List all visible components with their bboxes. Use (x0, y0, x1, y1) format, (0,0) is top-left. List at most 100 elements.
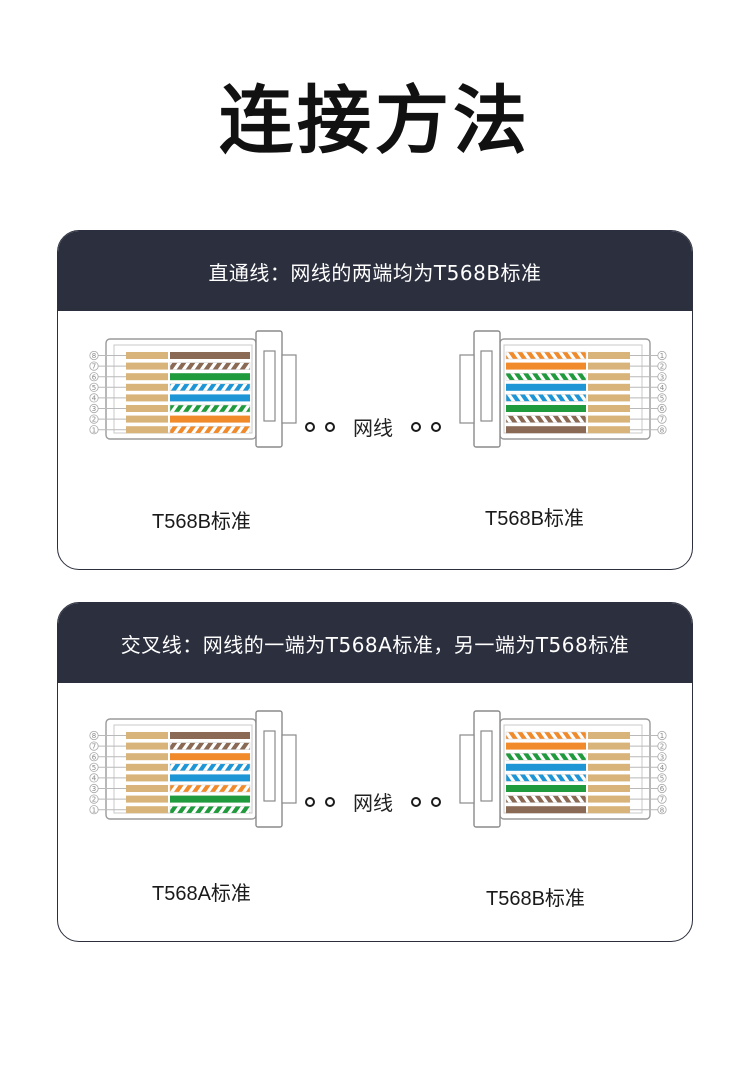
pin-number-circle (89, 372, 99, 382)
pin-number: 5 (92, 764, 96, 772)
wire-white-brown (505, 415, 587, 423)
gold-contact (588, 383, 630, 391)
pin-number-circle (657, 794, 667, 804)
gold-contact (588, 753, 630, 761)
pin-number: 5 (660, 775, 664, 783)
gold-contact (588, 405, 630, 412)
pin-number: 6 (660, 405, 665, 413)
pin-number: 6 (92, 373, 97, 381)
cable-label: 网线 (353, 791, 393, 815)
wire-orange (170, 753, 250, 761)
wire-blue (506, 763, 586, 771)
gold-contact (126, 774, 168, 782)
wire-white-orange (505, 731, 587, 740)
cable-indicator: 网线 (305, 787, 441, 816)
pin-number: 1 (92, 806, 96, 814)
gold-contact (588, 795, 630, 803)
gold-contact (126, 405, 168, 412)
gold-contact (588, 806, 630, 814)
wire-white-green (505, 752, 587, 761)
gold-contact (588, 415, 630, 423)
pin-number: 7 (92, 743, 96, 751)
gold-contact (126, 426, 168, 434)
pin-number-circle (657, 393, 667, 403)
wire-white-blue (169, 763, 251, 772)
pin-number-circle (89, 730, 99, 741)
pin-number: 6 (92, 753, 97, 761)
panel-header: 直通线：网线的两端均为T568B标准 (58, 231, 692, 311)
gold-contact (588, 763, 630, 771)
pin-number: 8 (660, 426, 664, 434)
wire-green (170, 373, 250, 381)
pin-number: 3 (92, 785, 96, 793)
wire-blue (506, 383, 586, 391)
pin-number: 7 (92, 363, 96, 371)
gold-contact (126, 732, 168, 739)
pin-number-circle (89, 403, 99, 414)
dot-icon (325, 421, 335, 432)
dot-icon (325, 796, 335, 807)
wire-brown (170, 352, 250, 359)
pin-number: 3 (660, 373, 664, 381)
pin-number: 8 (92, 732, 96, 740)
pin-number-circle (89, 794, 99, 804)
pin-number-circle (89, 350, 99, 361)
pin-number-circle (89, 741, 99, 751)
wire-white-brown (169, 742, 251, 750)
pin-number-circle (89, 805, 99, 815)
gold-contact (588, 732, 630, 739)
wire-orange (506, 362, 586, 370)
gold-contact (126, 352, 168, 359)
wire-orange (170, 415, 250, 423)
pin-number-circle (657, 805, 667, 815)
wire-white-green (169, 404, 251, 413)
pin-number-circle (89, 425, 99, 435)
left-standard-label: T568A标准 (152, 883, 251, 905)
pin-number-circle (657, 783, 667, 794)
pin-number-circle (89, 783, 99, 794)
wire-white-blue (505, 774, 587, 782)
pin-number: 5 (92, 384, 96, 392)
pin-number: 1 (660, 352, 664, 360)
dot-icon (431, 421, 441, 432)
gold-contact (588, 774, 630, 782)
pin-number-circle (657, 361, 667, 371)
pin-number: 4 (92, 395, 97, 403)
gold-contact (588, 426, 630, 434)
pin-number: 4 (92, 775, 97, 783)
pin-number: 1 (660, 732, 664, 740)
pin-number: 4 (660, 764, 665, 772)
wire-brown (506, 806, 586, 814)
dot-icon (305, 796, 315, 807)
pin-number: 2 (660, 743, 664, 751)
wire-green (170, 795, 250, 803)
wire-green (506, 405, 586, 412)
pin-number: 3 (660, 753, 664, 761)
wire-white-brown (505, 795, 587, 803)
pin-number: 2 (92, 416, 96, 424)
pin-number-circle (89, 361, 99, 371)
gold-contact (126, 394, 168, 402)
wire-white-orange (169, 784, 251, 793)
pin-number-circle (657, 414, 667, 424)
pin-number-circle (89, 752, 99, 762)
cable-indicator: 网线 (305, 412, 441, 441)
pin-number-circle (657, 752, 667, 762)
pin-number-circle (89, 762, 99, 772)
wire-white-green (505, 372, 587, 381)
wire-white-blue (505, 394, 587, 402)
pin-number: 8 (660, 806, 664, 814)
gold-contact (126, 785, 168, 792)
wire-white-green (169, 805, 251, 814)
pin-number: 7 (660, 416, 664, 424)
wire-white-brown (169, 362, 251, 370)
pin-number-circle (89, 382, 99, 392)
gold-contact (588, 373, 630, 381)
dot-icon (411, 796, 421, 807)
gold-contact (126, 795, 168, 803)
pin-number-circle (657, 382, 667, 392)
